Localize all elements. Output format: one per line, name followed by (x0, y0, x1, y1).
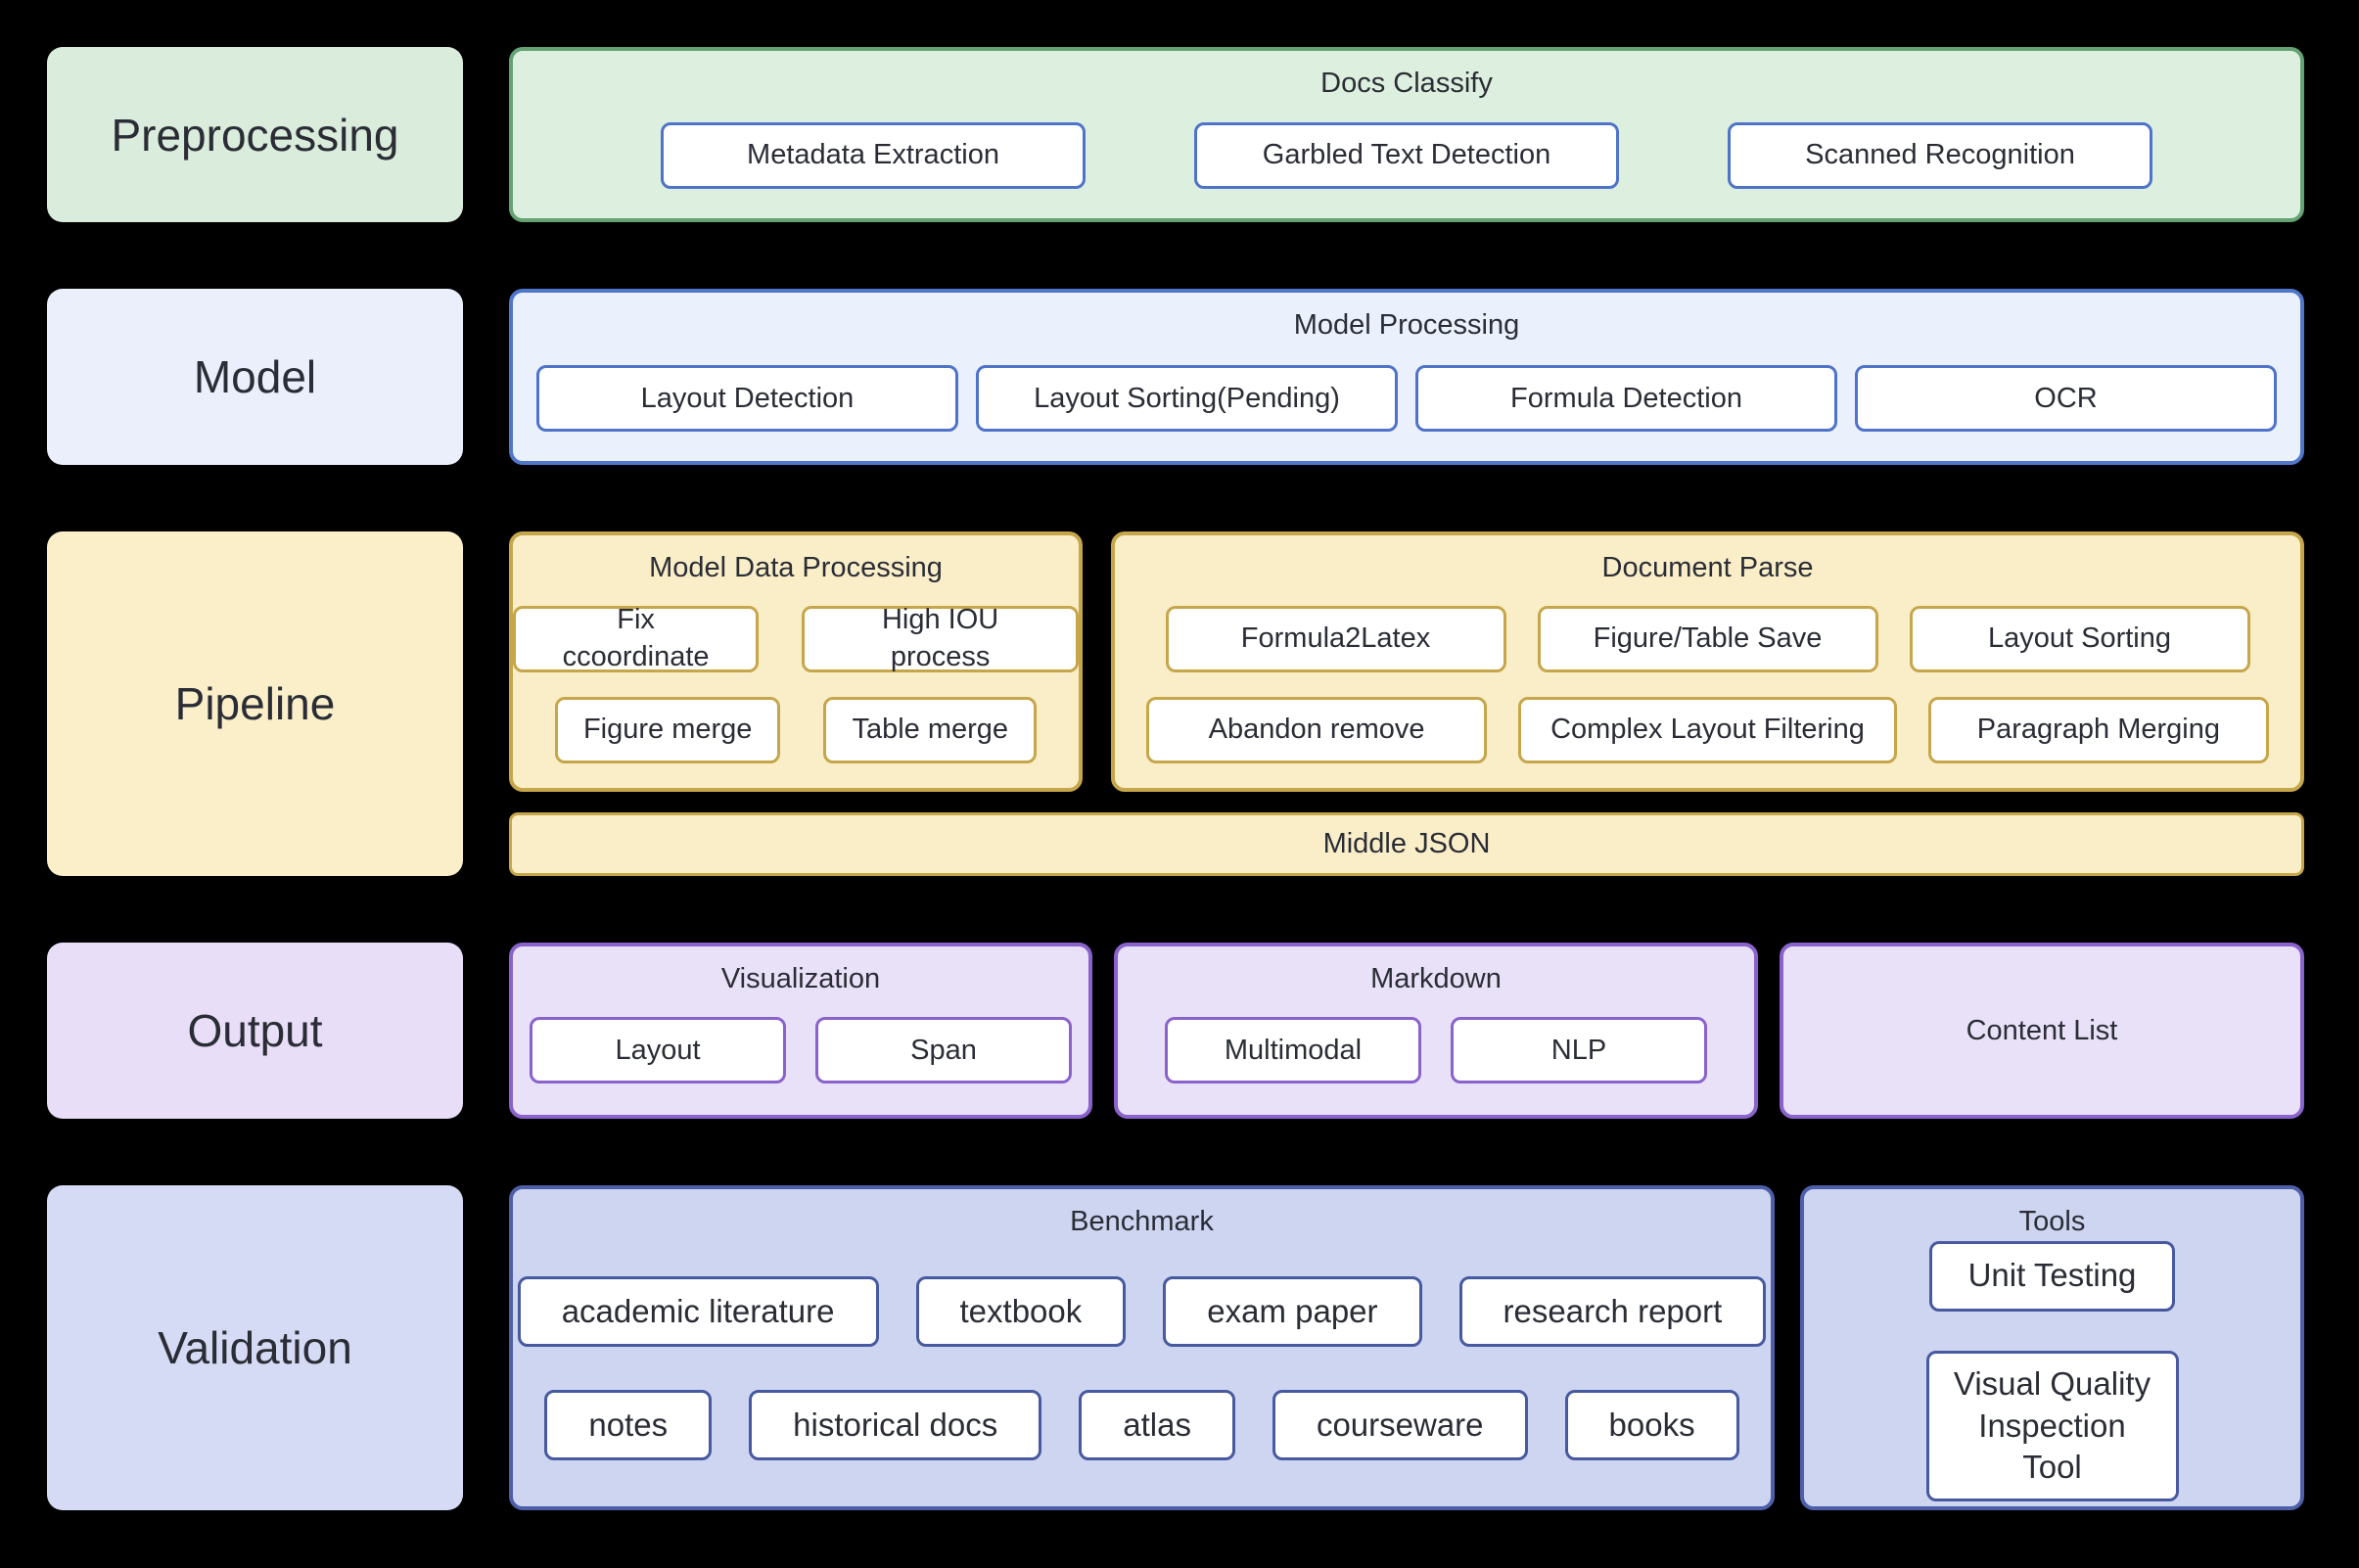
document-parse-body: Formula2Latex Figure/Table Save Layout S… (1115, 587, 2300, 788)
chip-exam-paper: exam paper (1163, 1276, 1422, 1348)
chip-row: Formula2Latex Figure/Table Save Layout S… (1115, 605, 2300, 672)
chip-formula2latex: Formula2Latex (1165, 605, 1506, 672)
tools-body: Unit Testing Visual Quality Inspection T… (1804, 1240, 2300, 1510)
row-label-text: Model (193, 351, 317, 402)
docs-classify-title: Docs Classify (1320, 68, 1493, 99)
chip-row: Fix ccoordinate High IOU process (513, 604, 1079, 672)
row-label-text: Validation (158, 1322, 352, 1373)
group-docs-classify: Docs Classify Metadata Extraction Garble… (509, 47, 2304, 222)
row-label-text: Pipeline (174, 678, 336, 729)
chip-visual-quality-inspection-tool: Visual Quality Inspection Tool (1925, 1350, 2179, 1502)
model-data-processing-body: Fix ccoordinate High IOU process Figure … (513, 587, 1079, 788)
chip-metadata-extraction: Metadata Extraction (661, 121, 1086, 189)
benchmark-body: academic literature textbook exam paper … (513, 1241, 1771, 1506)
preprocessing-row: Docs Classify Metadata Extraction Garble… (509, 47, 2304, 222)
chip-layout: Layout (530, 1017, 786, 1084)
model-processing-title: Model Processing (1293, 309, 1520, 341)
validation-row: Benchmark academic literature textbook e… (509, 1185, 2304, 1510)
chip-textbook: textbook (915, 1276, 1127, 1348)
group-model-processing: Model Processing Layout Detection Layout… (509, 289, 2304, 465)
row-label-preprocessing: Preprocessing (47, 47, 463, 222)
chip-high-iou-process: High IOU process (802, 604, 1079, 672)
middle-json-label: Middle JSON (1322, 828, 1491, 859)
chip-row: Abandon remove Complex Layout Filtering … (1115, 696, 2300, 763)
chip-ocr: OCR (1855, 365, 2277, 433)
middle-json-bar: Middle JSON (509, 812, 2304, 876)
model-data-processing-title: Model Data Processing (649, 552, 943, 583)
chip-notes: notes (544, 1390, 713, 1461)
chip-span: Span (815, 1017, 1072, 1084)
chip-figure-merge: Figure merge (554, 696, 781, 763)
markdown-title: Markdown (1370, 963, 1502, 994)
chip-layout-sorting: Layout Sorting (1909, 605, 2250, 672)
model-processing-body: Layout Detection Layout Sorting(Pending)… (513, 345, 2300, 461)
chip-abandon-remove: Abandon remove (1146, 696, 1488, 763)
docs-classify-body: Metadata Extraction Garbled Text Detecti… (513, 103, 2300, 218)
chip-row: notes historical docs atlas courseware b… (513, 1390, 1771, 1461)
benchmark-title: Benchmark (1070, 1206, 1214, 1237)
chip-row: academic literature textbook exam paper … (513, 1276, 1771, 1348)
group-tools: Tools Unit Testing Visual Quality Inspec… (1800, 1185, 2304, 1510)
chip-layout-detection: Layout Detection (536, 365, 958, 433)
visualization-body: Layout Span (513, 998, 1088, 1115)
chip-layout-sorting-pending: Layout Sorting(Pending) (976, 365, 1398, 433)
group-benchmark: Benchmark academic literature textbook e… (509, 1185, 1775, 1510)
chip-unit-testing: Unit Testing (1929, 1240, 2175, 1312)
row-label-model: Model (47, 289, 463, 465)
row-label-text: Output (187, 1005, 323, 1056)
output-row: Visualization Layout Span Markdown Multi… (509, 943, 2304, 1119)
chip-multimodal: Multimodal (1165, 1017, 1421, 1084)
group-model-data-processing: Model Data Processing Fix ccoordinate Hi… (509, 531, 1083, 792)
content-list-title: Content List (1966, 1014, 2118, 1046)
chip-scanned-recognition: Scanned Recognition (1728, 121, 2152, 189)
chip-formula-detection: Formula Detection (1415, 365, 1837, 433)
chip-nlp: NLP (1451, 1017, 1707, 1084)
chip-atlas: atlas (1079, 1390, 1235, 1461)
chip-academic-literature: academic literature (517, 1276, 879, 1348)
visualization-title: Visualization (720, 963, 881, 994)
group-content-list: Content List (1780, 943, 2304, 1119)
chip-garbled-text-detection: Garbled Text Detection (1194, 121, 1619, 189)
chip-complex-layout-filtering: Complex Layout Filtering (1518, 696, 1897, 763)
group-document-parse: Document Parse Formula2Latex Figure/Tabl… (1111, 531, 2304, 792)
group-visualization: Visualization Layout Span (509, 943, 1092, 1119)
pipeline-groups: Model Data Processing Fix ccoordinate Hi… (509, 531, 2304, 792)
markdown-body: Multimodal NLP (1118, 998, 1754, 1115)
chip-table-merge: Table merge (823, 696, 1038, 763)
chip-figure-table-save: Figure/Table Save (1537, 605, 1878, 672)
tools-title: Tools (2018, 1206, 2086, 1237)
row-label-output: Output (47, 943, 463, 1119)
model-row: Model Processing Layout Detection Layout… (509, 289, 2304, 465)
row-label-validation: Validation (47, 1185, 463, 1510)
chip-courseware: courseware (1272, 1390, 1528, 1461)
chip-historical-docs: historical docs (749, 1390, 1042, 1461)
row-label-text: Preprocessing (111, 109, 399, 161)
chip-research-report: research report (1458, 1276, 1767, 1348)
pipeline-row: Model Data Processing Fix ccoordinate Hi… (509, 531, 2304, 876)
row-label-pipeline: Pipeline (47, 531, 463, 876)
chip-paragraph-merging: Paragraph Merging (1927, 696, 2269, 763)
group-markdown: Markdown Multimodal NLP (1114, 943, 1758, 1119)
chip-books: books (1564, 1390, 1739, 1461)
pipeline-diagram: Preprocessing Docs Classify Metadata Ext… (47, 47, 2304, 1510)
chip-fix-ccoordinate: Fix ccoordinate (513, 604, 760, 672)
document-parse-title: Document Parse (1601, 552, 1814, 583)
chip-row: Figure merge Table merge (513, 696, 1079, 763)
